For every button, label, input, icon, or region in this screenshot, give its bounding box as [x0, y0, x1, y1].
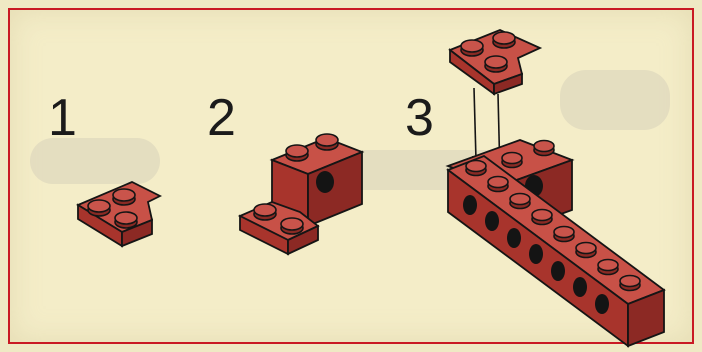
step-2-assembly	[240, 134, 362, 254]
technic-hole	[551, 261, 565, 281]
stud	[620, 276, 640, 291]
technic-hole	[316, 171, 334, 193]
stud	[316, 134, 338, 150]
stud	[598, 260, 618, 275]
step-1-l-plate	[78, 182, 160, 246]
technic-hole	[595, 294, 609, 314]
stud	[576, 243, 596, 258]
step-3-assembly	[448, 30, 664, 346]
stud	[281, 218, 303, 234]
stud	[502, 153, 522, 168]
stud	[534, 141, 554, 156]
technic-hole	[507, 228, 521, 248]
stud	[493, 32, 515, 48]
technic-hole	[463, 195, 477, 215]
stud	[488, 177, 508, 192]
stud	[286, 145, 308, 161]
stud	[554, 227, 574, 242]
arrow-down	[474, 88, 476, 160]
technic-hole	[573, 277, 587, 297]
stud	[461, 40, 483, 56]
stud	[532, 210, 552, 225]
stud	[254, 204, 276, 220]
technic-hole	[529, 244, 543, 264]
stud	[115, 212, 137, 228]
stud	[88, 200, 110, 216]
stud	[113, 189, 135, 205]
stud	[510, 194, 530, 209]
stud	[466, 161, 486, 176]
technic-hole	[485, 211, 499, 231]
stud	[485, 56, 507, 72]
